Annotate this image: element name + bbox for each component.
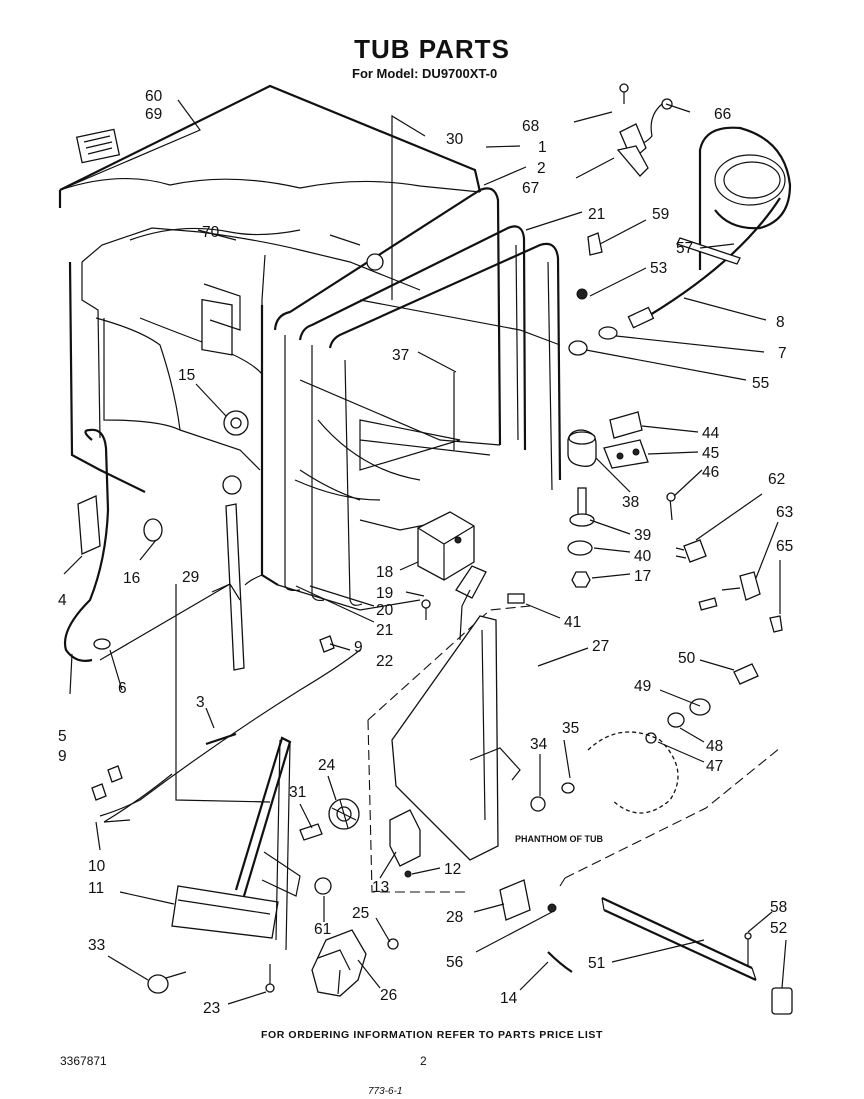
callout-13: 13 — [372, 879, 389, 896]
callout-12: 12 — [444, 861, 461, 878]
callout-9-upper: 9 — [354, 639, 363, 656]
callout-3: 3 — [196, 694, 205, 711]
callout-2: 2 — [537, 160, 546, 177]
phantom-of-tub-note: PHANTHOM OF TUB — [515, 834, 603, 844]
callout-20: 20 — [376, 602, 394, 619]
callout-63: 63 — [776, 504, 793, 521]
callout-19: 19 — [376, 585, 393, 602]
leader-lines — [59, 99, 787, 1005]
page-title: TUB PARTS — [354, 34, 510, 64]
model-subtitle: For Model: DU9700XT-0 — [352, 66, 498, 81]
callout-57: 57 — [676, 240, 693, 257]
callout-33: 33 — [88, 937, 105, 954]
callout-69: 69 — [145, 106, 162, 123]
callout-5: 5 — [58, 728, 67, 745]
callout-22: 22 — [376, 653, 393, 670]
callout-59: 59 — [652, 206, 669, 223]
tub-body — [58, 84, 562, 611]
callout-65: 65 — [776, 538, 793, 555]
callout-39: 39 — [634, 527, 651, 544]
callout-47: 47 — [706, 758, 723, 775]
callout-7: 7 — [778, 345, 787, 362]
callout-56: 56 — [446, 954, 463, 971]
callout-37: 37 — [392, 347, 409, 364]
lower-parts — [63, 428, 793, 1015]
callout-31: 31 — [289, 784, 306, 801]
callout-8: 8 — [776, 314, 785, 331]
callout-61: 61 — [314, 921, 331, 938]
callout-70: 70 — [202, 224, 220, 241]
callout-40: 40 — [634, 548, 652, 565]
callout-34: 34 — [530, 736, 548, 753]
callout-51: 51 — [588, 955, 605, 972]
callout-21-bottom: 21 — [376, 622, 393, 639]
callout-50: 50 — [678, 650, 696, 667]
callout-38: 38 — [622, 494, 639, 511]
callout-17: 17 — [634, 568, 651, 585]
callout-10: 10 — [88, 858, 106, 875]
callout-26: 26 — [380, 987, 397, 1004]
callout-49: 49 — [634, 678, 651, 695]
callout-6: 6 — [118, 680, 127, 697]
ordering-note: FOR ORDERING INFORMATION REFER TO PARTS … — [260, 1029, 604, 1041]
callout-60: 60 — [145, 88, 163, 105]
callout-1: 1 — [538, 139, 547, 156]
callout-16: 16 — [123, 570, 140, 587]
callout-28: 28 — [446, 909, 463, 926]
callout-30: 30 — [446, 131, 464, 148]
callout-29: 29 — [182, 569, 199, 586]
handwritten-mark: 773-6-1 — [368, 1086, 403, 1097]
callout-41: 41 — [564, 614, 581, 631]
callout-58: 58 — [770, 899, 787, 916]
callout-45: 45 — [702, 445, 719, 462]
right-side-parts — [567, 83, 792, 744]
callout-23: 23 — [203, 1000, 220, 1017]
callout-52: 52 — [770, 920, 787, 937]
callout-53: 53 — [650, 260, 667, 277]
callout-11: 11 — [88, 880, 104, 897]
page-number: 2 — [420, 1054, 427, 1068]
callout-15: 15 — [178, 367, 195, 384]
callout-44: 44 — [702, 425, 720, 442]
document-number: 3367871 — [60, 1054, 107, 1068]
callout-66: 66 — [714, 106, 731, 123]
callout-9-lower: 9 — [58, 748, 67, 765]
callout-numbers: 60 69 30 68 66 1 2 67 21 59 57 70 53 8 7… — [58, 88, 793, 1017]
callout-35: 35 — [562, 720, 579, 737]
callout-27: 27 — [592, 638, 609, 655]
callout-67: 67 — [522, 180, 539, 197]
callout-48: 48 — [706, 738, 723, 755]
callout-14: 14 — [500, 990, 518, 1007]
callout-4: 4 — [58, 592, 67, 609]
callout-18: 18 — [376, 564, 393, 581]
callout-46: 46 — [702, 464, 719, 481]
callout-25: 25 — [352, 905, 369, 922]
callout-68: 68 — [522, 118, 539, 135]
callout-21-top: 21 — [588, 206, 605, 223]
callout-55: 55 — [752, 375, 769, 392]
callout-62: 62 — [768, 471, 785, 488]
callout-24: 24 — [318, 757, 336, 774]
